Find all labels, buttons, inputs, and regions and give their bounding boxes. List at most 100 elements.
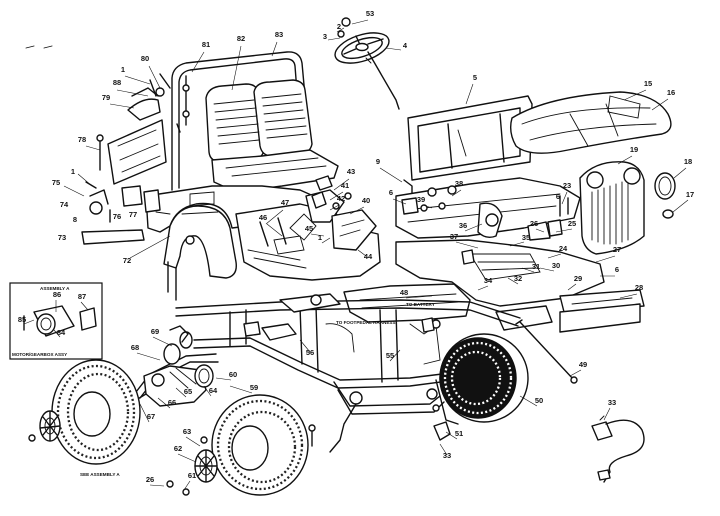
part-number-callout: 44 <box>364 252 373 261</box>
seat-assembly <box>205 79 339 193</box>
part-number-callout: 6 <box>556 192 560 201</box>
part-number-callout: 49 <box>579 360 587 369</box>
part-number-callout: 1 <box>318 233 322 242</box>
hood <box>509 91 672 154</box>
part-number-callout: 32 <box>514 274 522 283</box>
part-number-callout: 77 <box>129 210 137 219</box>
part-number-callout: 45 <box>305 224 313 233</box>
part-number-callout: 26 <box>146 475 154 484</box>
part-number-callout: 63 <box>183 427 191 436</box>
part-number-callout: 48 <box>400 288 408 297</box>
footpedal-harness-note: TO FOOTPEDAL HARNESS <box>336 320 396 325</box>
part-number-callout: 1 <box>121 65 125 74</box>
part-number-callout: 64 <box>209 386 218 395</box>
rear-left-wheel <box>28 359 141 465</box>
front-right-wheel <box>439 333 529 423</box>
diagram-notes: ASSEMBLY A MOTOR/GEARBOX ASSY SEE ASSEMB… <box>12 286 435 477</box>
part-number-callout: 33 <box>608 398 616 407</box>
part-number-callout: 65 <box>184 387 192 396</box>
part-number-callout: 73 <box>58 233 66 242</box>
battery-note: TO BATTERY <box>406 302 435 307</box>
part-number-callout: 46 <box>259 213 267 222</box>
part-number-callout: 75 <box>52 178 60 187</box>
rear-right-wheel <box>166 394 309 496</box>
side-panel <box>96 73 171 185</box>
part-number-callout: 84 <box>57 328 66 337</box>
part-number-callout: 2 <box>337 22 341 31</box>
part-number-callout: 67 <box>147 412 155 421</box>
part-number-callout: 78 <box>78 135 86 144</box>
part-number-callout: 6 <box>615 265 619 274</box>
part-number-callout: 33 <box>443 451 451 460</box>
part-number-callout: 55 <box>386 351 394 360</box>
part-number-callout: 27 <box>613 245 621 254</box>
part-number-callout: 86 <box>53 290 61 299</box>
chassis-frame <box>175 293 521 453</box>
part-number-callout: 79 <box>102 93 110 102</box>
assembly-a-title: ASSEMBLY A <box>40 286 70 291</box>
grille-headlights <box>579 161 676 255</box>
part-number-callout: 50 <box>535 396 543 405</box>
part-number-callout: 80 <box>141 54 149 63</box>
part-number-callout: 40 <box>362 196 370 205</box>
part-number-callout: 37 <box>450 232 458 241</box>
part-number-callout: 26 <box>530 219 538 228</box>
windshield <box>403 95 533 197</box>
part-number-callout: 5 <box>473 73 477 82</box>
part-number-callout: 30 <box>552 261 560 270</box>
part-number-callout: 88 <box>113 78 121 87</box>
assembly-a-inset <box>9 282 103 360</box>
see-assembly-note: SEE ASSEMBLY A <box>80 472 120 477</box>
part-number-callout: 15 <box>644 79 652 88</box>
part-number-callout: 17 <box>686 190 694 199</box>
leader-lines <box>23 19 689 491</box>
part-number-callout: 81 <box>202 40 210 49</box>
dashboard-console <box>235 175 381 281</box>
part-number-callout: 66 <box>168 398 176 407</box>
part-number-callout: 83 <box>275 30 283 39</box>
part-number-callout: 60 <box>229 370 237 379</box>
part-number-callout: 34 <box>484 276 493 285</box>
part-number-callout: 39 <box>417 195 425 204</box>
part-number-callout: 74 <box>60 200 69 209</box>
part-number-callout: 31 <box>532 262 540 271</box>
part-number-callout: 51 <box>455 429 463 438</box>
part-number-callout: 42 <box>337 194 345 203</box>
rear-axle <box>135 325 219 399</box>
part-number-callout: 69 <box>151 327 159 336</box>
part-number-callout: 62 <box>174 444 182 453</box>
part-number-callout: 19 <box>630 145 638 154</box>
part-number-callout: 85 <box>18 315 26 324</box>
motor-gearbox-caption: MOTOR/GEARBOX ASSY <box>12 352 67 357</box>
part-number-callout: 36 <box>459 221 467 230</box>
part-number-callout: 82 <box>237 34 245 43</box>
part-number-callout: 59 <box>250 383 258 392</box>
small-hardware <box>25 45 435 447</box>
part-number-callout: 8 <box>73 215 77 224</box>
part-number-callout: 16 <box>667 88 675 97</box>
tie-rod <box>515 319 578 384</box>
part-number-callout: 1 <box>71 167 75 176</box>
part-number-callout: 6 <box>389 188 393 197</box>
part-number-callout: 68 <box>131 343 139 352</box>
part-number-callout: 56 <box>306 348 314 357</box>
part-number-callout: 76 <box>113 212 121 221</box>
part-number-callout: 9 <box>376 157 380 166</box>
steering-wheel <box>334 17 400 110</box>
part-number-callout: 18 <box>684 157 692 166</box>
part-number-callout: 28 <box>635 283 643 292</box>
part-number-callout: 25 <box>568 219 576 228</box>
part-number-callout: 38 <box>455 179 463 188</box>
part-number-callout: 72 <box>123 256 131 265</box>
part-number-callout: 53 <box>366 9 374 18</box>
part-number-callout: 61 <box>188 471 196 480</box>
part-number-callout: 29 <box>574 274 582 283</box>
seat-bracket-parts <box>63 173 161 245</box>
part-number-callout: 4 <box>403 41 408 50</box>
battery-charger <box>591 415 645 483</box>
part-number-callout: 35 <box>522 233 530 242</box>
part-number-callout: 47 <box>281 198 289 207</box>
